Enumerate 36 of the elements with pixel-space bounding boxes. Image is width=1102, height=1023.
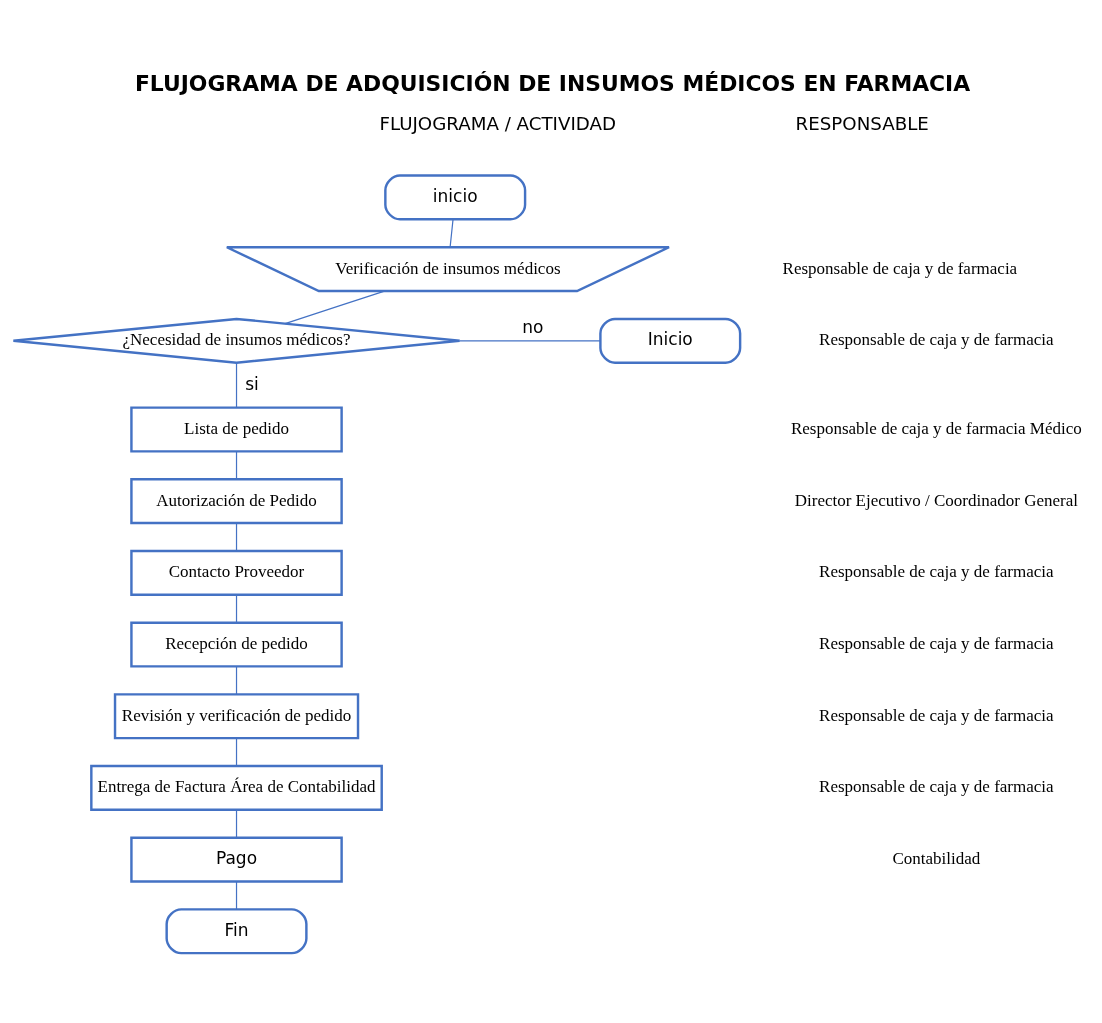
label: FLUJOGRAMA / ACTIVIDAD — [379, 113, 617, 134]
label: RESPONSABLE — [795, 113, 929, 134]
connector — [449, 218, 454, 248]
node-box: Recepción de pedido — [130, 621, 343, 668]
connector — [235, 809, 238, 839]
label: Contabilidad — [892, 849, 981, 869]
connector — [235, 450, 238, 480]
label: Responsable de caja y de farmacia — [819, 330, 1054, 350]
connector — [235, 594, 238, 624]
connector — [235, 665, 238, 695]
node-box: Inicio — [599, 317, 742, 364]
node-box: inicio — [384, 174, 527, 221]
node-box: Entrega de Factura Área de Contabilidad — [90, 764, 383, 811]
node-box: Revisión y verificación de pedido — [113, 693, 360, 740]
node-box: Contacto Proveedor — [130, 549, 343, 596]
diagram-title: FLUJOGRAMA DE ADQUISICIÓN DE INSUMOS MÉDICOS EN FARMACIA — [134, 71, 971, 96]
label: Director Ejecutivo / Coordinador General — [794, 490, 1078, 510]
connector — [235, 880, 238, 910]
node-diamond: ¿Necesidad de insumos médicos? — [12, 317, 461, 364]
connector — [284, 290, 386, 325]
label: Responsable de caja y de farmacia Médico — [790, 418, 1082, 438]
connector — [459, 340, 601, 342]
node-box: Autorización de Pedido — [130, 478, 343, 525]
node-box: Pago — [130, 836, 343, 883]
label: Responsable de caja y de farmacia — [819, 777, 1054, 797]
connector — [235, 737, 238, 767]
edge-label: si — [245, 373, 259, 394]
label: Responsable de caja y de farmacia — [819, 562, 1054, 582]
label: Responsable de caja y de farmacia — [819, 705, 1054, 725]
node-box: Lista de pedido — [130, 406, 343, 453]
connector — [235, 522, 238, 552]
node-box: Fin — [165, 908, 308, 955]
label: Responsable de caja y de farmacia — [819, 634, 1054, 654]
edge-label: no — [522, 316, 544, 337]
label: Responsable de caja y de farmacia — [782, 258, 1018, 278]
connector — [235, 362, 238, 409]
